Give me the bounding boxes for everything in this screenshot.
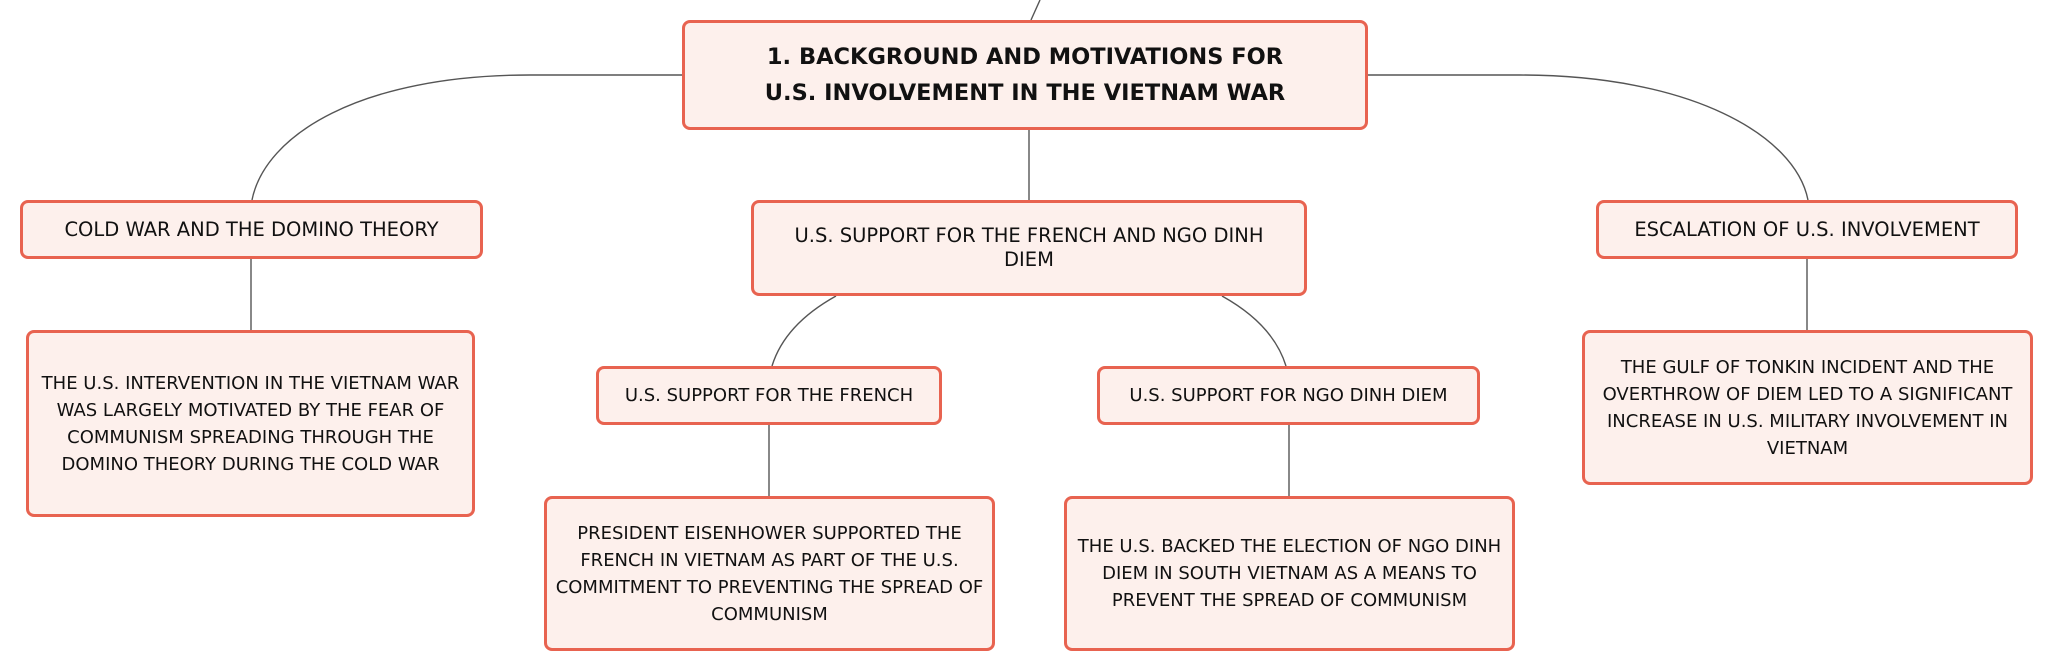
topic-node-us-support[interactable]: U.S. SUPPORT FOR THE FRENCH AND NGO DINH… — [751, 200, 1307, 296]
connector-root-incoming — [1030, 0, 1041, 21]
connector-root-to-escalation — [1368, 74, 1809, 201]
topic-node-label: U.S. SUPPORT FOR THE FRENCH AND NGO DINH… — [794, 224, 1264, 271]
connector-us-support-to-diem — [1221, 295, 1287, 367]
root-node-label: 1. BACKGROUND AND MOTIVATIONS FOR U.S. I… — [764, 44, 1286, 106]
detail-node-escalation[interactable]: THE GULF OF TONKIN INCIDENT AND THE OVER… — [1582, 330, 2033, 485]
subtopic-node-diem[interactable]: U.S. SUPPORT FOR NGO DINH DIEM — [1097, 366, 1480, 425]
detail-node-diem[interactable]: THE U.S. BACKED THE ELECTION OF NGO DINH… — [1064, 496, 1515, 651]
detail-node-text: THE U.S. INTERVENTION IN THE VIETNAM WAR… — [41, 372, 460, 475]
topic-node-cold-war[interactable]: COLD WAR AND THE DOMINO THEORY — [20, 200, 483, 259]
detail-node-text: THE U.S. BACKED THE ELECTION OF NGO DINH… — [1077, 536, 1502, 611]
detail-node-french[interactable]: PRESIDENT EISENHOWER SUPPORTED THE FRENC… — [544, 496, 995, 651]
subtopic-node-label: U.S. SUPPORT FOR THE FRENCH — [624, 384, 914, 406]
connector-root-to-cold-war — [251, 74, 682, 201]
connector-us-support-to-french — [771, 295, 837, 367]
root-node[interactable]: 1. BACKGROUND AND MOTIVATIONS FOR U.S. I… — [682, 20, 1368, 130]
topic-node-escalation[interactable]: ESCALATION OF U.S. INVOLVEMENT — [1596, 200, 2018, 259]
subtopic-node-french[interactable]: U.S. SUPPORT FOR THE FRENCH — [596, 366, 942, 425]
detail-node-cold-war[interactable]: THE U.S. INTERVENTION IN THE VIETNAM WAR… — [26, 330, 475, 517]
subtopic-node-label: U.S. SUPPORT FOR NGO DINH DIEM — [1129, 384, 1448, 406]
topic-node-label: COLD WAR AND THE DOMINO THEORY — [64, 217, 439, 241]
detail-node-text: THE GULF OF TONKIN INCIDENT AND THE OVER… — [1602, 356, 2013, 459]
detail-node-text: PRESIDENT EISENHOWER SUPPORTED THE FRENC… — [555, 522, 984, 625]
topic-node-label: ESCALATION OF U.S. INVOLVEMENT — [1634, 217, 1980, 241]
